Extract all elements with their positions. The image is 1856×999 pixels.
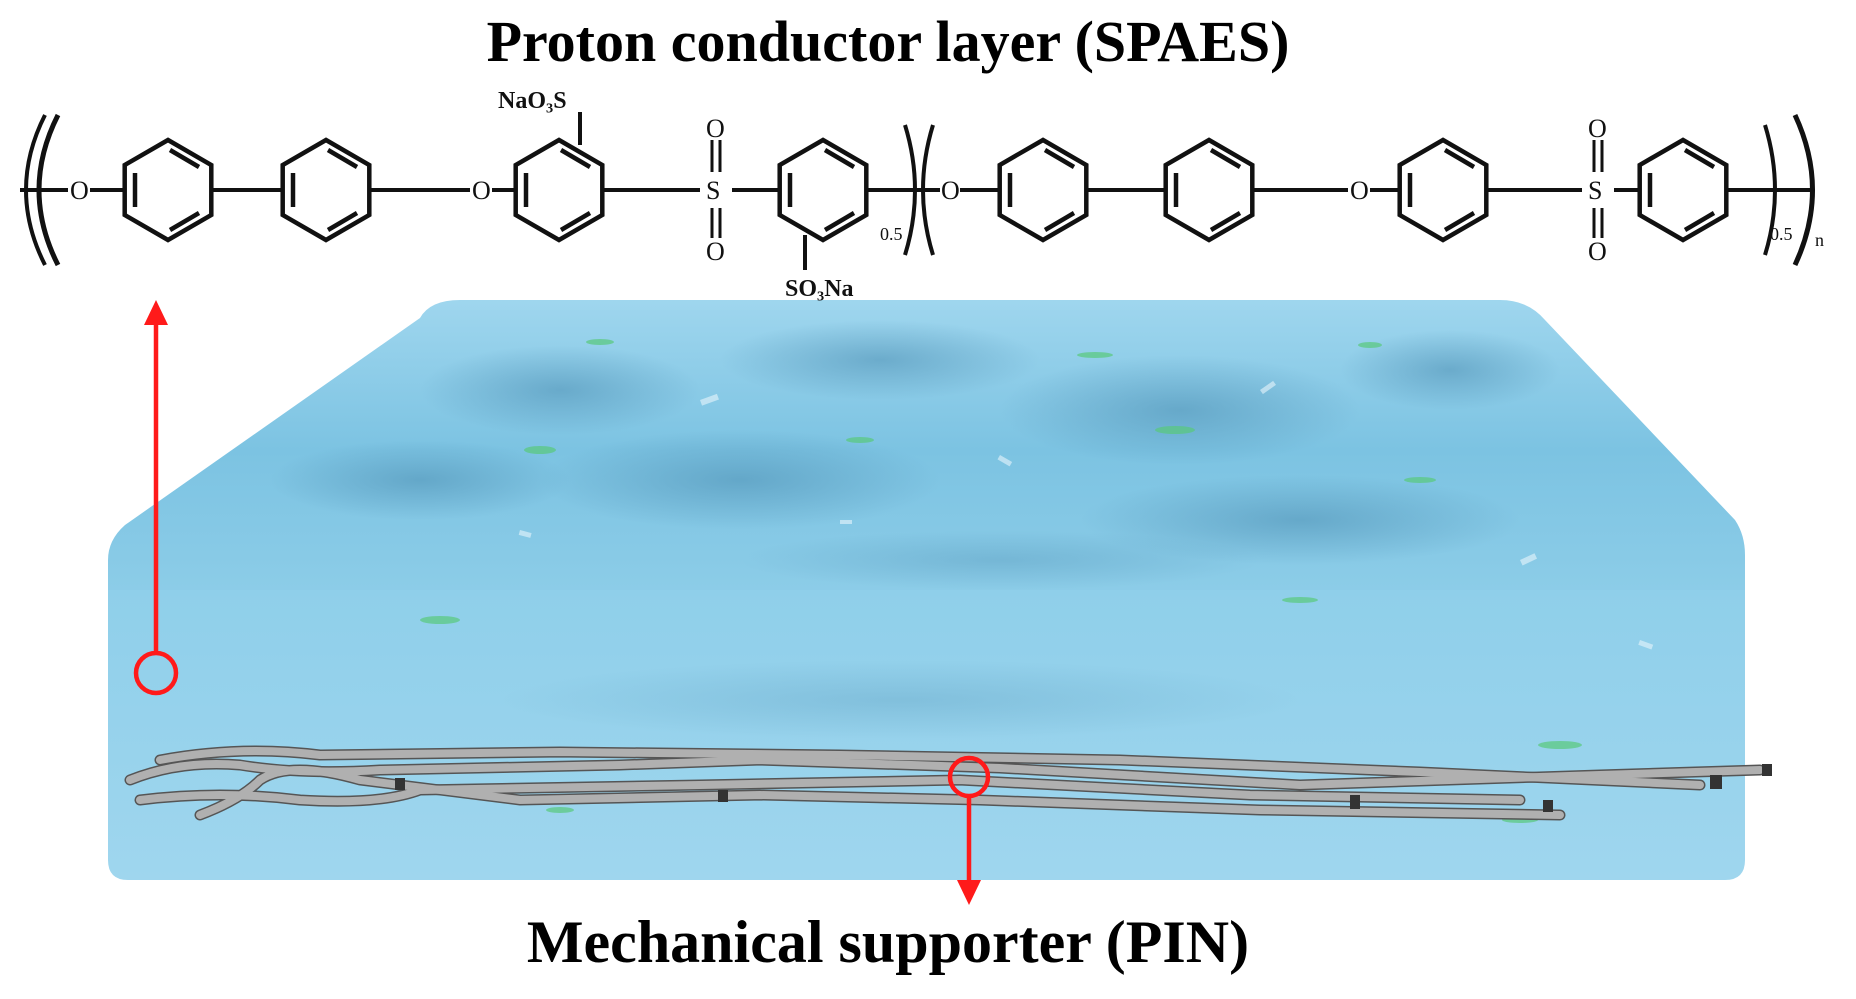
pin-fibers [124, 745, 1772, 821]
subscript-05: 0.5 [880, 224, 903, 244]
nao3s-label: NaO₃S [498, 88, 567, 114]
oxygen-label: O [706, 114, 725, 143]
mechanical-supporter-title: Mechanical supporter (PIN) [526, 909, 1250, 975]
fiber [136, 775, 1524, 806]
proton-conductor-title: Proton conductor layer (SPAES) [486, 9, 1290, 74]
so3na-label: SO₃Na [785, 276, 854, 302]
oxygen-label: O [706, 237, 725, 266]
oxygen-label: O [472, 176, 491, 205]
oxygen-label: O [1588, 114, 1607, 143]
oxygen-label: O [941, 176, 960, 205]
oxygen-label: O [1588, 237, 1607, 266]
fiber [196, 766, 1564, 819]
sulfur-label: S [706, 176, 720, 205]
membrane [108, 300, 1745, 880]
fiber [156, 747, 1704, 789]
oxygen-label: O [1350, 176, 1369, 205]
spaes-structure: O O O O S S O O O O NaO₃S SO₃Na 0.5 0.5 … [20, 88, 1824, 302]
subscript-n: n [1815, 230, 1824, 250]
subscript-05: 0.5 [1770, 224, 1793, 244]
indicator-arrows [133, 300, 991, 905]
sulfur-label: S [1588, 176, 1602, 205]
oxygen-label: O [70, 176, 89, 205]
